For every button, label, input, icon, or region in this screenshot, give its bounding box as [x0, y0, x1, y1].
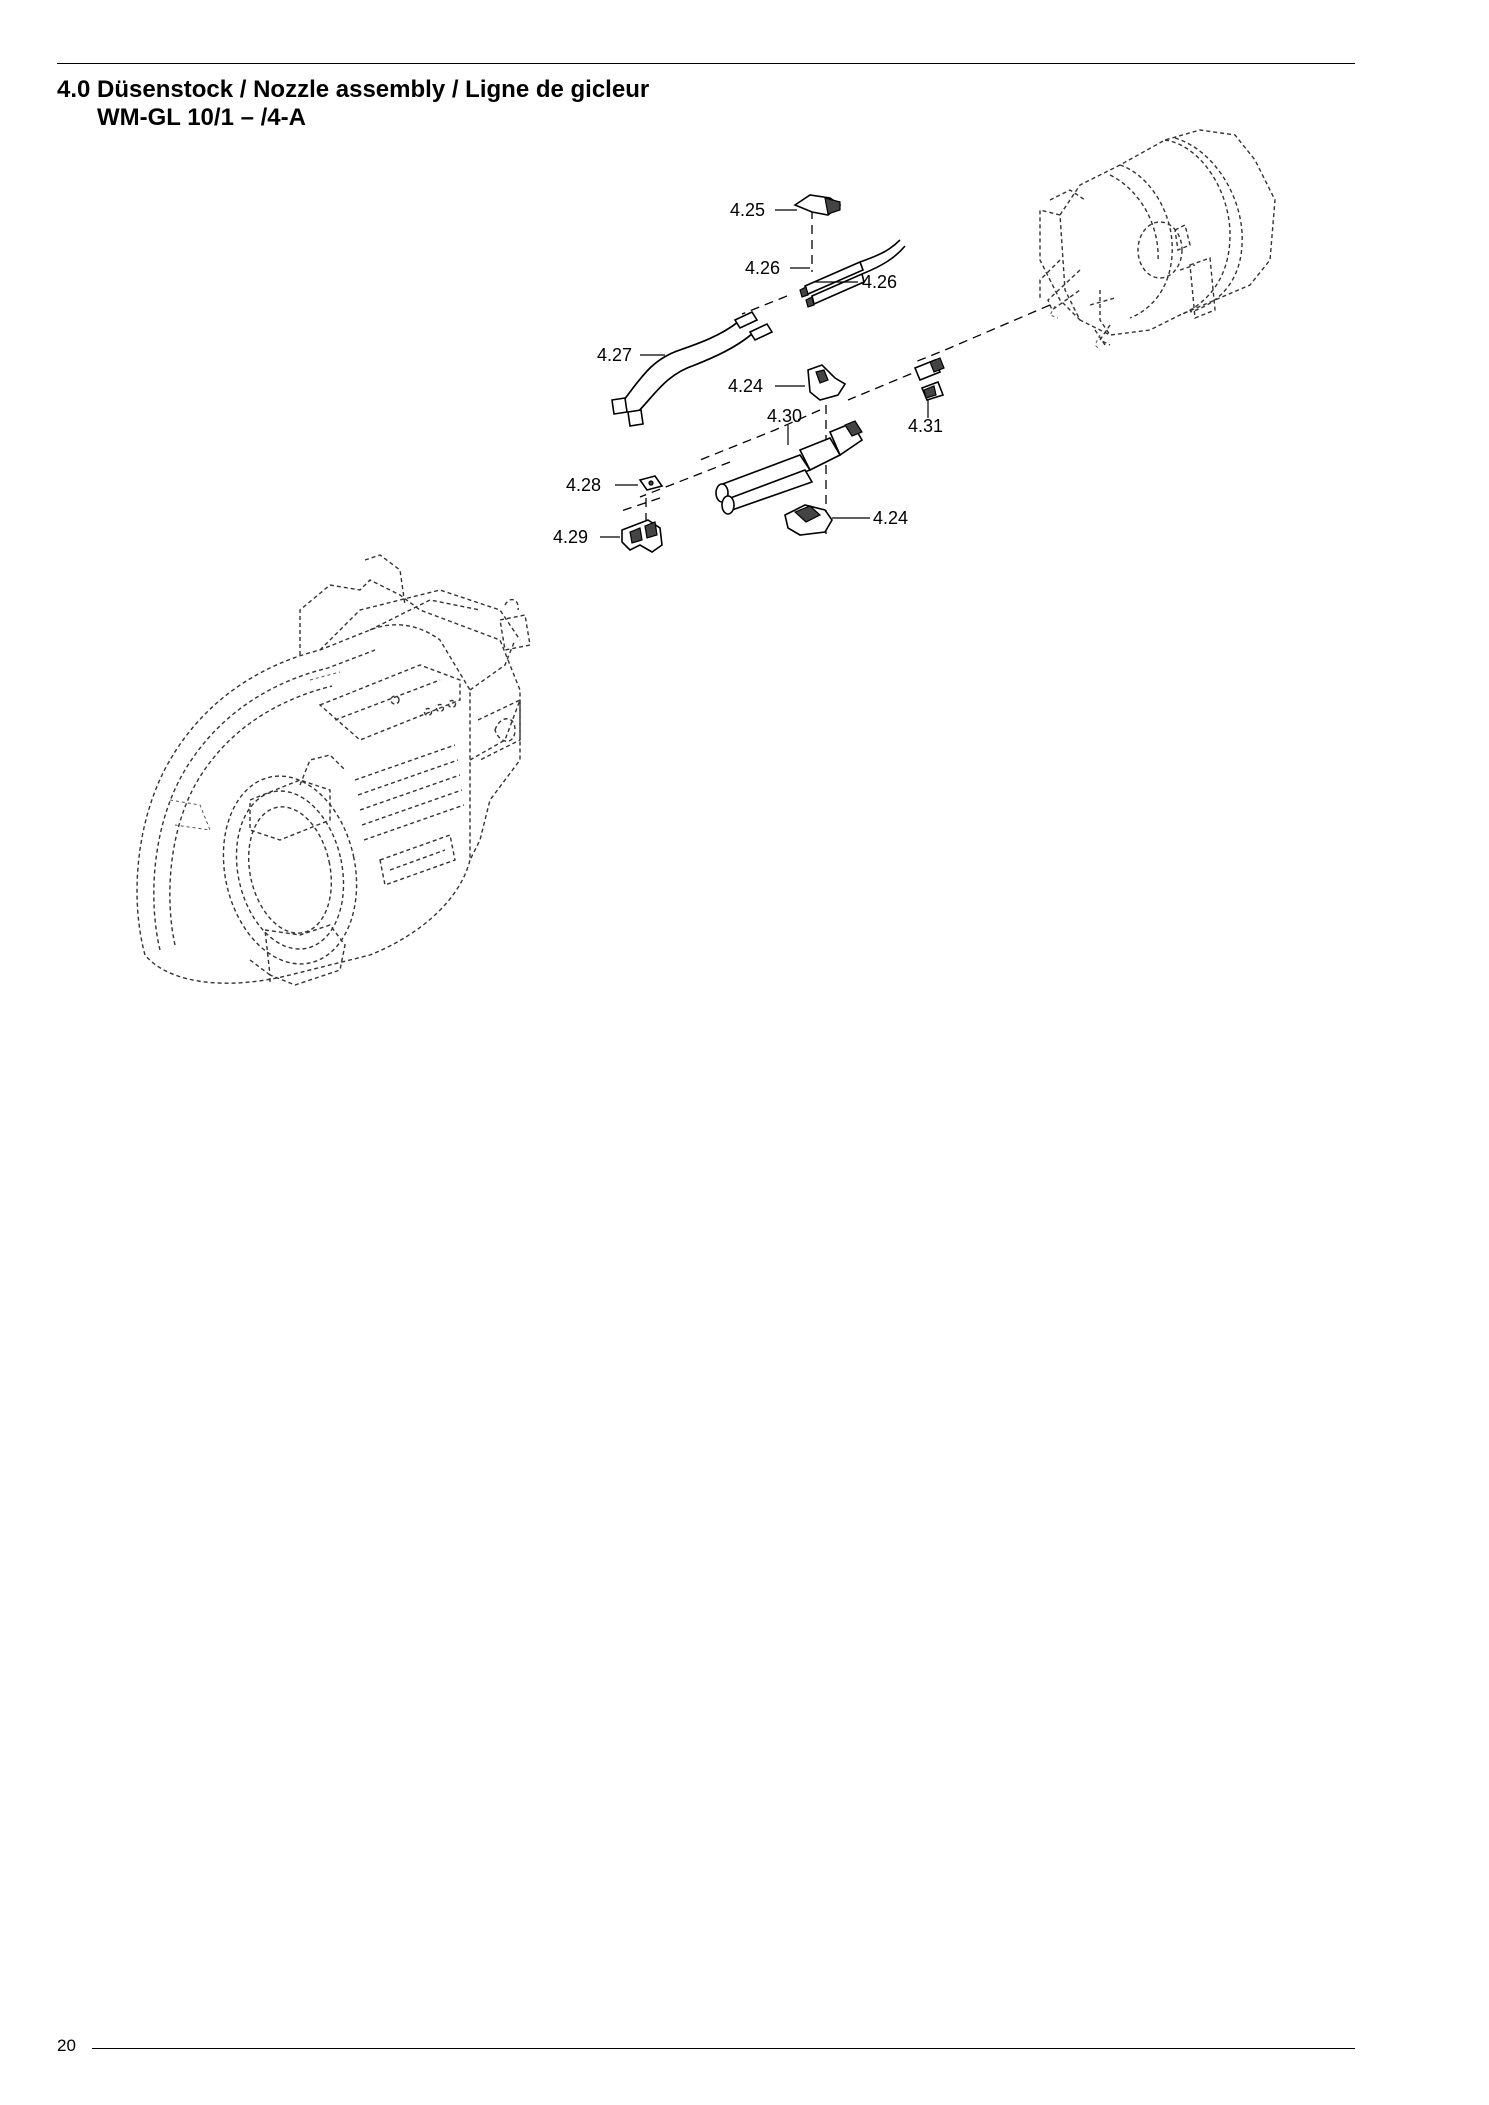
callout-labels: 4.25 4.26 4.26 4.27 4.24 4.30 4.31 4.28 … — [553, 200, 943, 547]
callout-4-24-a: 4.24 — [728, 376, 763, 396]
assembly-axes — [617, 210, 1051, 540]
callout-4-28: 4.28 — [566, 475, 601, 495]
callout-4-24-b: 4.24 — [873, 508, 908, 528]
leader-lines — [600, 209, 929, 538]
flame-tube-ghost — [1039, 129, 1276, 351]
header-rule — [57, 63, 1355, 64]
callout-4-26-a: 4.26 — [745, 258, 780, 278]
part-4-27-ignition-cables — [611, 310, 774, 427]
part-4-30-oil-line — [715, 420, 864, 515]
footer-rule — [92, 2048, 1355, 2049]
part-4-25-clip — [793, 194, 842, 216]
callout-4-29: 4.29 — [553, 527, 588, 547]
part-4-29-bracket — [621, 519, 663, 553]
burner-housing-ghost — [136, 554, 531, 986]
title-line-1: 4.0 Düsenstock / Nozzle assembly / Ligne… — [57, 76, 650, 103]
part-4-24-holder-lower — [784, 504, 833, 536]
page-title: 4.0 Düsenstock / Nozzle assembly / Ligne… — [57, 76, 649, 132]
part-4-26-electrodes — [799, 239, 906, 308]
page-number: 20 — [57, 2036, 76, 2055]
callout-4-25: 4.25 — [730, 200, 765, 220]
callout-4-26-b: 4.26 — [862, 272, 897, 292]
part-4-24-holder-upper — [807, 364, 847, 401]
callout-4-30: 4.30 — [767, 406, 802, 426]
part-4-31-fittings — [913, 357, 945, 401]
part-4-28-plate — [638, 475, 664, 491]
title-line-2: WM-GL 10/1 – /4-A — [97, 104, 306, 131]
callout-4-27: 4.27 — [597, 345, 632, 365]
callout-4-31: 4.31 — [908, 416, 943, 436]
